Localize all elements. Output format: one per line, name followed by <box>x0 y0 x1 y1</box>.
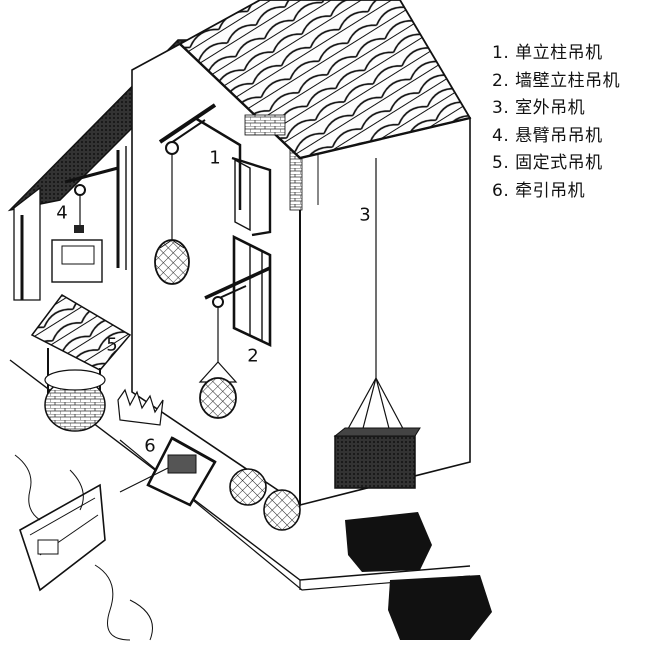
legend-item: 4. 悬臂吊吊机 <box>492 125 603 146</box>
callout-3: 3 <box>359 204 371 226</box>
goods-stack-left <box>117 388 164 426</box>
legend-item: 3. 室外吊机 <box>492 98 586 119</box>
legend: 1. 单立柱吊机 2. 墙壁立柱吊机 3. 室外吊机 4. 悬臂吊吊机 5. 固… <box>492 40 642 206</box>
tiled-roof <box>178 0 472 160</box>
crane-5 <box>30 294 132 432</box>
callout-2: 2 <box>247 345 259 367</box>
water <box>14 454 153 641</box>
crane-2 <box>198 266 271 419</box>
callout-6: 6 <box>144 435 156 457</box>
boat <box>19 483 106 592</box>
legend-item: 5. 固定式吊机 <box>492 153 603 174</box>
crane-3 <box>333 158 421 489</box>
legend-item: 2. 墙壁立柱吊机 <box>492 70 621 91</box>
crane-4 <box>51 166 119 283</box>
legend-item: 1. 单立柱吊机 <box>492 43 603 63</box>
crane-1 <box>154 103 242 285</box>
callout-4: 4 <box>56 202 68 224</box>
window-lower <box>232 234 272 348</box>
dark-bundles <box>345 512 492 640</box>
legend-item: 6. 牵引吊机 <box>492 180 586 201</box>
side-wall <box>289 116 471 507</box>
jars <box>229 468 301 531</box>
callout-1: 1 <box>209 147 221 169</box>
callout-5: 5 <box>106 334 118 356</box>
crane-6 <box>119 436 217 507</box>
